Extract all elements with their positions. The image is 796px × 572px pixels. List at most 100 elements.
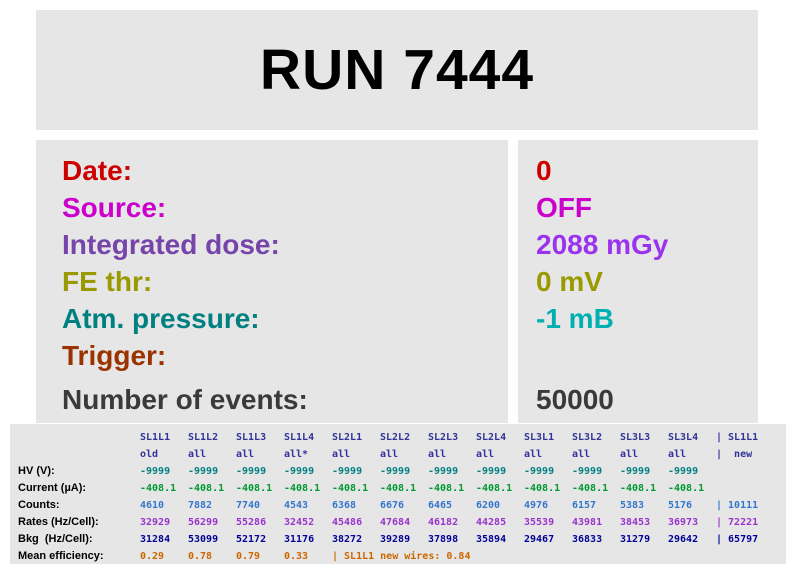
cell-rates-1: 56299 <box>188 517 219 528</box>
info-label-trigger: Trigger: <box>62 340 167 371</box>
cell-bkg-5: 39289 <box>380 534 411 545</box>
cell-hv-8: -9999 <box>524 466 555 477</box>
cell-rates-7: 44285 <box>476 517 507 528</box>
cell-counts-10: 5383 <box>620 500 645 511</box>
cell-hv-2: -9999 <box>236 466 267 477</box>
cell-bkg-extra: | 65797 <box>716 534 759 545</box>
cell-rates-2: 55286 <box>236 517 267 528</box>
cell-config-3: all* <box>284 449 309 460</box>
info-value-source: OFF <box>536 192 592 223</box>
cell-headers-8: SL3L1 <box>524 432 555 443</box>
cell-config-6: all <box>428 449 447 460</box>
cell-bkg-0: 31284 <box>140 534 171 545</box>
cell-counts-8: 4976 <box>524 500 549 511</box>
info-label-fe-thr: FE thr: <box>62 266 153 297</box>
info-label-events: Number of events: <box>62 384 308 415</box>
row-label-config <box>10 446 140 463</box>
cell-config-9: all <box>572 449 591 460</box>
cell-headers-4: SL2L1 <box>332 432 363 443</box>
cell-headers-0: SL1L1 <box>140 432 171 443</box>
cell-efficiency-3: 0.33 <box>284 551 309 562</box>
cell-hv-5: -9999 <box>380 466 411 477</box>
cell-config-extra: | new <box>716 449 753 460</box>
cell-headers-5: SL2L2 <box>380 432 411 443</box>
cell-bkg-8: 29467 <box>524 534 555 545</box>
cell-efficiency-1: 0.78 <box>188 551 213 562</box>
cell-bkg-11: 29642 <box>668 534 699 545</box>
cell-headers-2: SL1L3 <box>236 432 267 443</box>
cell-config-1: all <box>188 449 207 460</box>
cell-counts-extra: | 10111 <box>716 500 759 511</box>
cell-config-2: all <box>236 449 255 460</box>
cell-bkg-9: 36833 <box>572 534 603 545</box>
table-row-hv: HV (V): -9999 -9999 -9999 -9999 -9999 -9999 -99… <box>10 463 786 480</box>
cell-bkg-7: 35894 <box>476 534 507 545</box>
cell-bkg-10: 31279 <box>620 534 651 545</box>
row-label-bkg: Bkg (Hz/Cell): <box>18 533 93 545</box>
cell-bkg-3: 31176 <box>284 534 315 545</box>
cell-headers-9: SL3L2 <box>572 432 603 443</box>
row-label-headers <box>10 429 140 446</box>
cell-counts-5: 6676 <box>380 500 405 511</box>
cell-headers-7: SL2L4 <box>476 432 507 443</box>
cell-rates-8: 35539 <box>524 517 555 528</box>
cell-current-5: -408.1 <box>380 483 417 494</box>
cell-hv-3: -9999 <box>284 466 315 477</box>
table-row-efficiency: Mean efficiency: 0.29 0.78 0.79 0.33 | SL1L1 … <box>10 548 786 564</box>
cell-rates-9: 43981 <box>572 517 603 528</box>
cell-hv-7: -9999 <box>476 466 507 477</box>
cell-bkg-4: 38272 <box>332 534 363 545</box>
cell-bkg-2: 52172 <box>236 534 267 545</box>
cell-counts-11: 5176 <box>668 500 693 511</box>
cell-current-7: -408.1 <box>476 483 513 494</box>
info-value-atm-pressure: -1 mB <box>536 303 614 334</box>
cell-bkg-6: 37898 <box>428 534 459 545</box>
row-label-efficiency: Mean efficiency: <box>18 550 104 562</box>
cell-efficiency-extra: | SL1L1 new wires: 0.84 <box>332 551 471 562</box>
cell-hv-1: -9999 <box>188 466 219 477</box>
cell-current-11: -408.1 <box>668 483 705 494</box>
run-header-panel: RUN 7444 <box>36 10 758 130</box>
cell-rates-10: 38453 <box>620 517 651 528</box>
cell-efficiency-0: 0.29 <box>140 551 165 562</box>
row-label-hv: HV (V): <box>18 465 55 477</box>
cell-config-4: all <box>332 449 351 460</box>
cell-efficiency-2: 0.79 <box>236 551 261 562</box>
cell-rates-5: 47684 <box>380 517 411 528</box>
info-value-fe-thr: 0 mV <box>536 266 603 297</box>
cell-counts-1: 7882 <box>188 500 213 511</box>
cell-config-10: all <box>620 449 639 460</box>
info-label-date: Date: <box>62 155 133 186</box>
cell-rates-extra: | 72221 <box>716 517 759 528</box>
cell-headers-extra: | SL1L1 <box>716 432 759 443</box>
row-label-current: Current (µA): <box>18 482 87 494</box>
info-value-trigger <box>536 337 758 374</box>
cell-config-7: all <box>476 449 495 460</box>
cell-headers-6: SL2L3 <box>428 432 459 443</box>
cell-current-0: -408.1 <box>140 483 177 494</box>
info-label-integrated-dose: Integrated dose: <box>62 229 280 260</box>
cell-rates-4: 45486 <box>332 517 363 528</box>
cell-hv-9: -9999 <box>572 466 603 477</box>
cell-hv-10: -9999 <box>620 466 651 477</box>
run-title: RUN 7444 <box>259 38 535 102</box>
cell-counts-3: 4543 <box>284 500 309 511</box>
cell-hv-6: -9999 <box>428 466 459 477</box>
cell-counts-0: 4610 <box>140 500 165 511</box>
cell-headers-10: SL3L3 <box>620 432 651 443</box>
cell-current-2: -408.1 <box>236 483 273 494</box>
cell-rates-11: 36973 <box>668 517 699 528</box>
cell-hv-4: -9999 <box>332 466 363 477</box>
cell-rates-3: 32452 <box>284 517 315 528</box>
cell-current-8: -408.1 <box>524 483 561 494</box>
cell-hv-0: -9999 <box>140 466 171 477</box>
cell-counts-4: 6368 <box>332 500 357 511</box>
cell-current-9: -408.1 <box>572 483 609 494</box>
cell-current-3: -408.1 <box>284 483 321 494</box>
info-label-source: Source: <box>62 192 167 223</box>
cell-counts-2: 7740 <box>236 500 261 511</box>
